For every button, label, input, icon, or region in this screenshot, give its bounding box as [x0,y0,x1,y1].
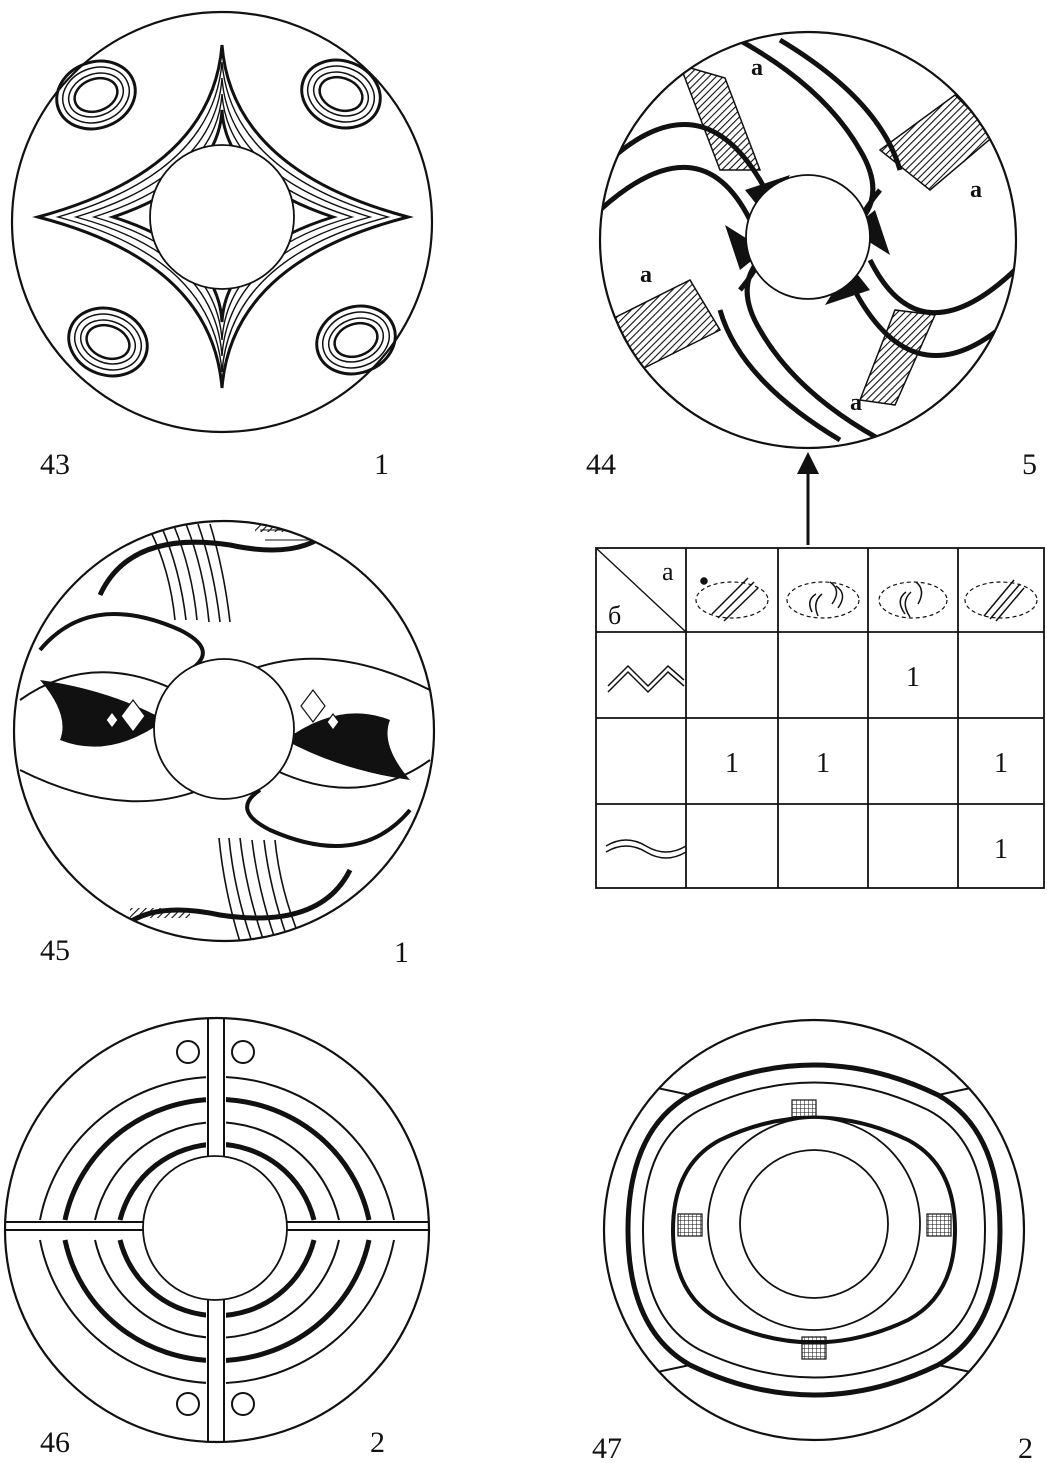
figure-43-center-circle [150,145,294,289]
figure-47-number: 47 [592,1432,622,1463]
figure-44-center-circle [746,175,870,299]
figure-47-center-circle [740,1150,888,1298]
table-cell: 1 [994,748,1008,779]
table-cell: 1 [906,662,920,693]
figure-46-number: 46 [40,1426,70,1459]
motif-a4-icon [965,580,1037,621]
table-corner-top: a [662,557,674,586]
figure-44-letter-a: a [751,55,763,81]
figure-44: a a a a [600,30,1016,450]
figure-46 [0,1010,440,1450]
figure-45-count: 1 [394,936,409,969]
figure-45-number: 45 [40,934,70,967]
table-text: a б 1 1 1 1 1 [608,557,1008,865]
figure-46-center-circle [143,1156,287,1300]
figure-45-center-circle [154,659,294,799]
motif-a3-icon [879,582,947,618]
table-corner-bottom: б [608,601,621,630]
figure-43 [12,12,432,432]
classification-table [596,548,1044,888]
motif-a1-icon [696,578,768,621]
figure-45 [14,517,434,944]
figure-44-letter-a: a [970,177,982,203]
table-cell: 1 [816,748,830,779]
figure-44-number: 44 [586,448,616,481]
figure-46-count: 2 [370,1426,385,1459]
figure-44-count: 5 [1022,448,1037,481]
motif-a2-icon [787,582,859,618]
motif-header-icons [696,578,1037,621]
figure-47 [604,1020,1024,1440]
figure-44-letter-a: a [850,390,862,416]
figure-47-count: 2 [1018,1432,1033,1463]
table-cell: 1 [994,834,1008,865]
figure-44-letter-a: a [640,262,652,288]
figure-43-number: 43 [40,448,70,481]
figure-43-count: 1 [374,448,389,481]
wavy-line-icon [606,840,686,852]
arrow [797,452,819,545]
table-cell: 1 [725,748,739,779]
